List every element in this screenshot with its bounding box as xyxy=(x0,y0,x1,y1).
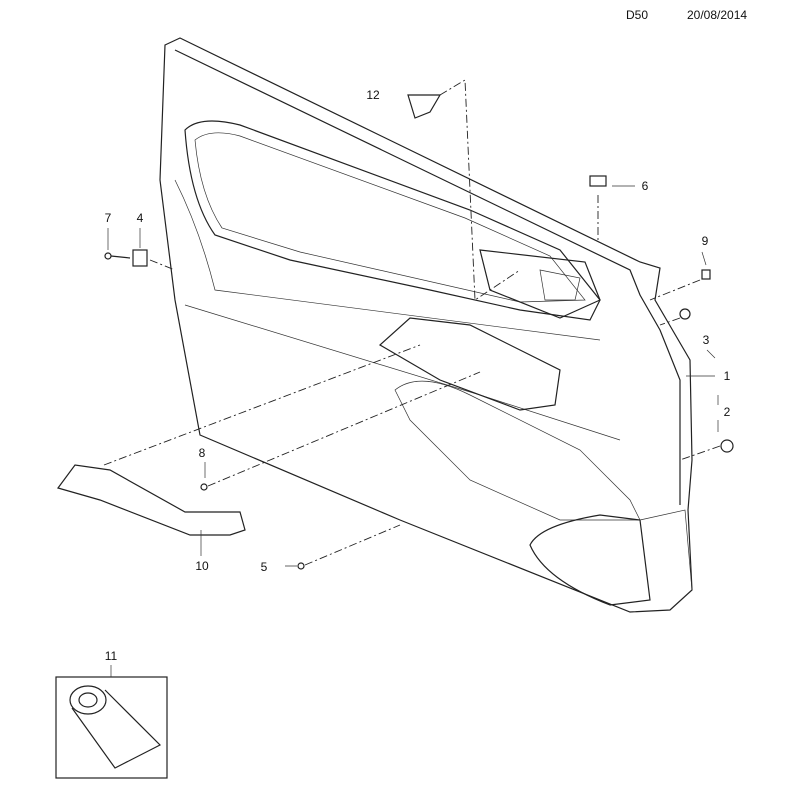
part-6 xyxy=(589,175,607,187)
callout-11: 11 xyxy=(104,649,118,663)
part-11-tape-roll xyxy=(69,685,162,769)
diagram-code: D50 xyxy=(626,8,649,22)
callout-1: 1 xyxy=(723,369,731,383)
callout-10: 10 xyxy=(195,559,209,573)
door-panel-outline xyxy=(159,37,693,613)
part-11-box xyxy=(55,676,168,779)
callout-5: 5 xyxy=(260,560,268,574)
callout-6: 6 xyxy=(641,179,649,193)
callout-2: 2 xyxy=(723,405,731,419)
callout-9: 9 xyxy=(701,234,709,248)
part-4 xyxy=(132,249,148,267)
speaker-grille xyxy=(529,514,651,606)
armrest xyxy=(378,317,561,411)
callout-3: 3 xyxy=(702,333,710,347)
part-8 xyxy=(200,483,208,491)
part-2 xyxy=(720,439,734,453)
part-12 xyxy=(407,94,442,119)
callout-12: 12 xyxy=(366,88,380,102)
callout-8: 8 xyxy=(198,446,206,460)
part-9 xyxy=(701,269,711,280)
switch-housing xyxy=(479,249,601,319)
part-10 xyxy=(57,464,246,536)
part-7 xyxy=(104,252,112,260)
part-5 xyxy=(297,562,305,570)
callout-4: 4 xyxy=(136,211,144,225)
callout-7: 7 xyxy=(104,211,112,225)
part-3 xyxy=(679,308,691,320)
diagram-date: 20/08/2014 xyxy=(687,8,748,22)
